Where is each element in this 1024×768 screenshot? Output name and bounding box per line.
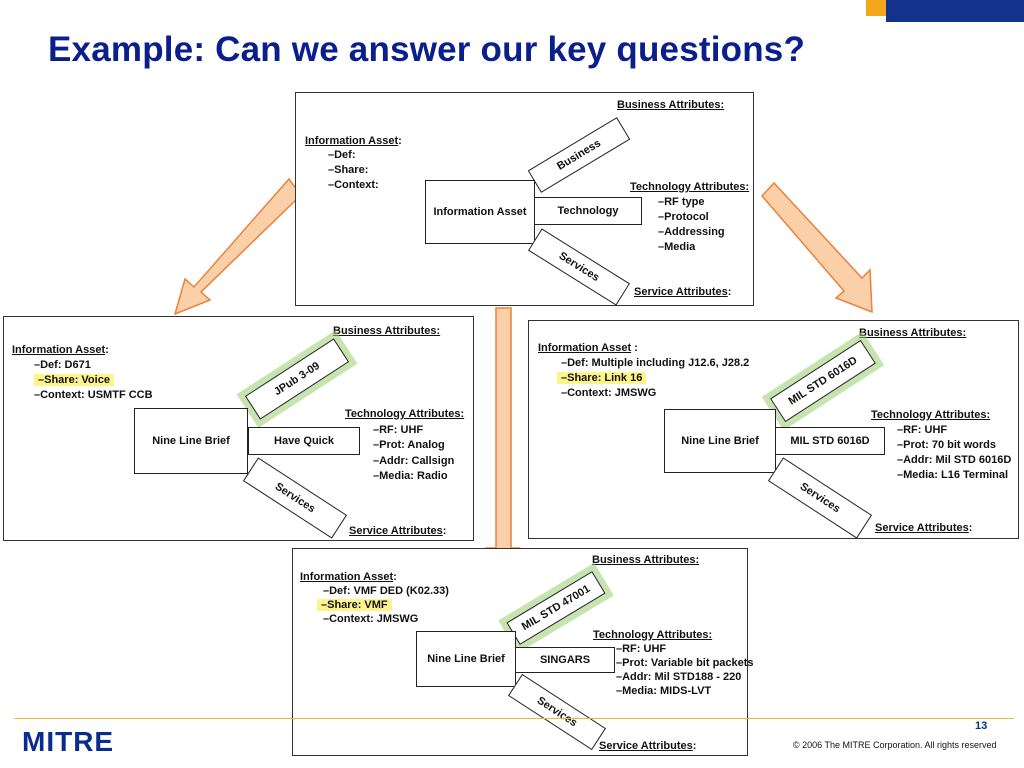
technology-box: Have Quick	[248, 427, 360, 455]
tech-item: –Protocol	[658, 211, 709, 223]
context-line: –Context:	[328, 179, 379, 191]
services-tag: Services	[242, 457, 348, 539]
left-panel: Information Asset: –Def: D671 –Share: Vo…	[3, 316, 474, 541]
business-attributes-label: Business Attributes:	[617, 99, 725, 111]
tech-item: –Media: L16 Terminal	[897, 469, 1009, 481]
technology-attributes-label: Technology Attributes:	[345, 408, 465, 420]
business-tag: MIL STD 47001	[506, 571, 606, 645]
tech-item: –RF: UHF	[616, 643, 667, 655]
top-panel: Information Asset: –Def: –Share: –Contex…	[295, 92, 754, 306]
arrow-to-right-panel	[760, 181, 873, 314]
information-asset-box: Information Asset	[425, 180, 535, 244]
service-attributes-label: Service Attributes:	[875, 522, 973, 534]
mitre-logo: MITRE	[22, 726, 115, 757]
arrow-to-left-panel	[173, 177, 302, 316]
corner-accent-blue	[886, 0, 1024, 22]
technology-attributes-label: Technology Attributes:	[871, 409, 991, 421]
business-attributes-label: Business Attributes:	[592, 554, 700, 566]
tech-item: –Addr: Callsign	[373, 455, 455, 467]
business-attributes-label: Business Attributes:	[333, 325, 441, 337]
tech-item: –Media: Radio	[373, 470, 448, 482]
tech-item: –Addr: Mil STD 6016D	[897, 454, 1012, 466]
tech-item: –Media: MIDS-LVT	[616, 685, 712, 697]
share-line: –Share: Voice	[34, 374, 114, 387]
info-asset-heading: Information Asset:	[300, 571, 397, 583]
right-panel: Information Asset : –Def: Multiple inclu…	[528, 320, 1019, 539]
info-asset-heading: Information Asset:	[12, 344, 109, 356]
def-line: –Def: VMF DED (K02.33)	[323, 585, 449, 597]
service-attributes-label: Service Attributes:	[634, 286, 732, 298]
slide-title: Example: Can we answer our key questions…	[48, 30, 806, 69]
def-line: –Def: D671	[34, 359, 91, 371]
arrow-to-bottom-panel	[485, 307, 521, 567]
def-line: –Def: Multiple including J12.6, J28.2	[561, 357, 750, 369]
info-asset-heading: Information Asset:	[305, 135, 402, 147]
service-attributes-label: Service Attributes:	[599, 740, 697, 752]
tech-item: –RF: UHF	[373, 424, 424, 436]
service-attributes-label: Service Attributes:	[349, 525, 447, 537]
corner-accent-orange	[866, 0, 886, 16]
tech-item: –Prot: 70 bit words	[897, 439, 997, 451]
information-asset-box: Nine Line Brief	[134, 408, 248, 474]
technology-attributes-label: Technology Attributes:	[593, 629, 713, 641]
technology-box: SINGARS	[515, 647, 615, 673]
technology-attributes-label: Technology Attributes:	[630, 181, 750, 193]
tech-item: –RF: UHF	[897, 424, 948, 436]
copyright-notice: © 2006 The MITRE Corporation. All rights…	[793, 740, 997, 750]
context-line: –Context: USMTF CCB	[34, 389, 153, 401]
information-asset-box: Nine Line Brief	[416, 631, 516, 687]
info-asset-heading: Information Asset :	[538, 342, 638, 354]
services-tag: Services	[507, 673, 607, 751]
technology-box: Technology	[534, 197, 642, 225]
context-line: –Context: JMSWG	[323, 613, 419, 625]
tech-item: –Prot: Variable bit packets	[616, 657, 754, 669]
share-line: –Share: VMF	[317, 599, 392, 612]
business-tag: JPub 3-09	[244, 338, 350, 420]
business-tag: MIL STD 6016D	[770, 339, 876, 423]
business-tag: Business	[527, 117, 631, 193]
share-line: –Share:	[328, 164, 369, 176]
tech-item: –Addr: Mil STD188 - 220	[616, 671, 742, 683]
services-tag: Services	[528, 228, 630, 306]
technology-box: MIL STD 6016D	[775, 427, 885, 455]
information-asset-box: Nine Line Brief	[664, 409, 776, 473]
tech-item: –Addressing	[658, 226, 725, 238]
footer-divider	[14, 718, 1014, 719]
tech-item: –Prot: Analog	[373, 439, 445, 451]
def-line: –Def:	[328, 149, 356, 161]
business-attributes-label: Business Attributes:	[859, 327, 967, 339]
page-number: 13	[975, 720, 988, 732]
tech-item: –RF type	[658, 196, 705, 208]
share-line: –Share: Link 16	[557, 372, 647, 385]
context-line: –Context: JMSWG	[561, 387, 657, 399]
tech-item: –Media	[658, 241, 696, 253]
bottom-panel: Information Asset: –Def: VMF DED (K02.33…	[292, 548, 754, 756]
services-tag: Services	[767, 457, 873, 539]
